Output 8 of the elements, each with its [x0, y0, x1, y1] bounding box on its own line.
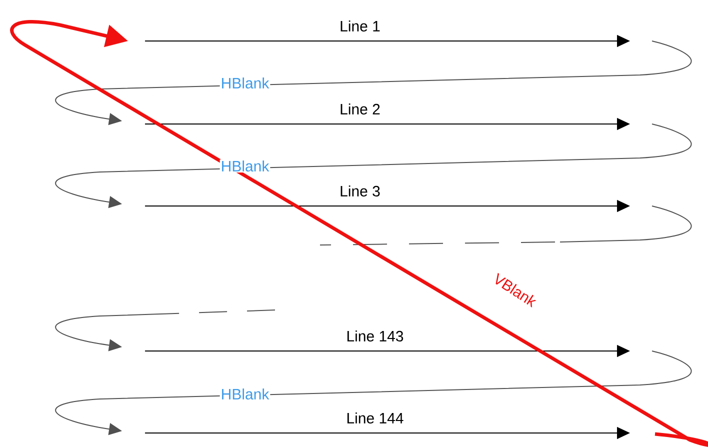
scan-line-label: Line 2 — [338, 102, 382, 116]
scan-line-label: Line 143 — [345, 330, 405, 343]
scan-line-label: Line 144 — [345, 412, 405, 424]
scan-line-label: Line 1 — [338, 20, 382, 32]
hblank-label: HBlank — [220, 388, 270, 401]
hblank-label: HBlank — [220, 160, 270, 173]
scan-line-label: Line 3 — [338, 184, 382, 198]
hblank-label: HBlank — [220, 76, 270, 90]
